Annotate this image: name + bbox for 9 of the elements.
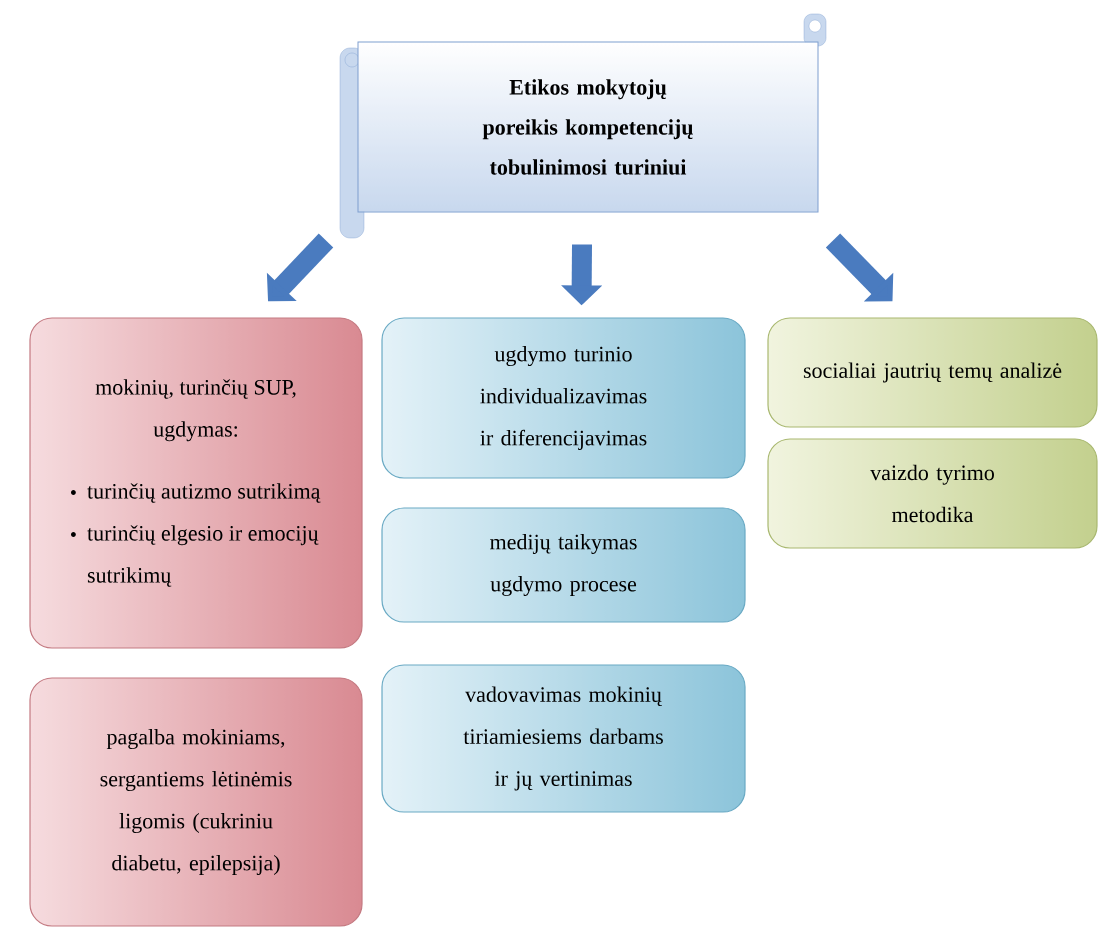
topic-box: socialiai jautrių temų analizė: [767, 317, 1098, 428]
scroll-banner: Etikos mokytojų poreikis kompetencijų tobulinimosi turiniui: [339, 13, 827, 239]
topic-box: ugdymo turinio individualizavimas ir diferencijavimas: [381, 317, 746, 479]
topic-box: mokinių, turinčių SUP, ugdymas: turinčių autizmo sutrikimą turinčių elgesio ir emocijų sutrikimų: [29, 317, 363, 649]
block-arrow: [825, 233, 894, 302]
topic-box: vaizdo tyrimo metodika: [767, 438, 1098, 549]
topic-box: medijų taikymas ugdymo procese: [381, 507, 746, 623]
topic-box: pagalba mokiniams, sergantiems lėtinėmis ligomis (cukriniu diabetu, epilepsija): [29, 677, 363, 927]
topic-box: vadovavimas mokinių tiriamiesiems darbams ir jų vertinimas: [381, 664, 746, 813]
